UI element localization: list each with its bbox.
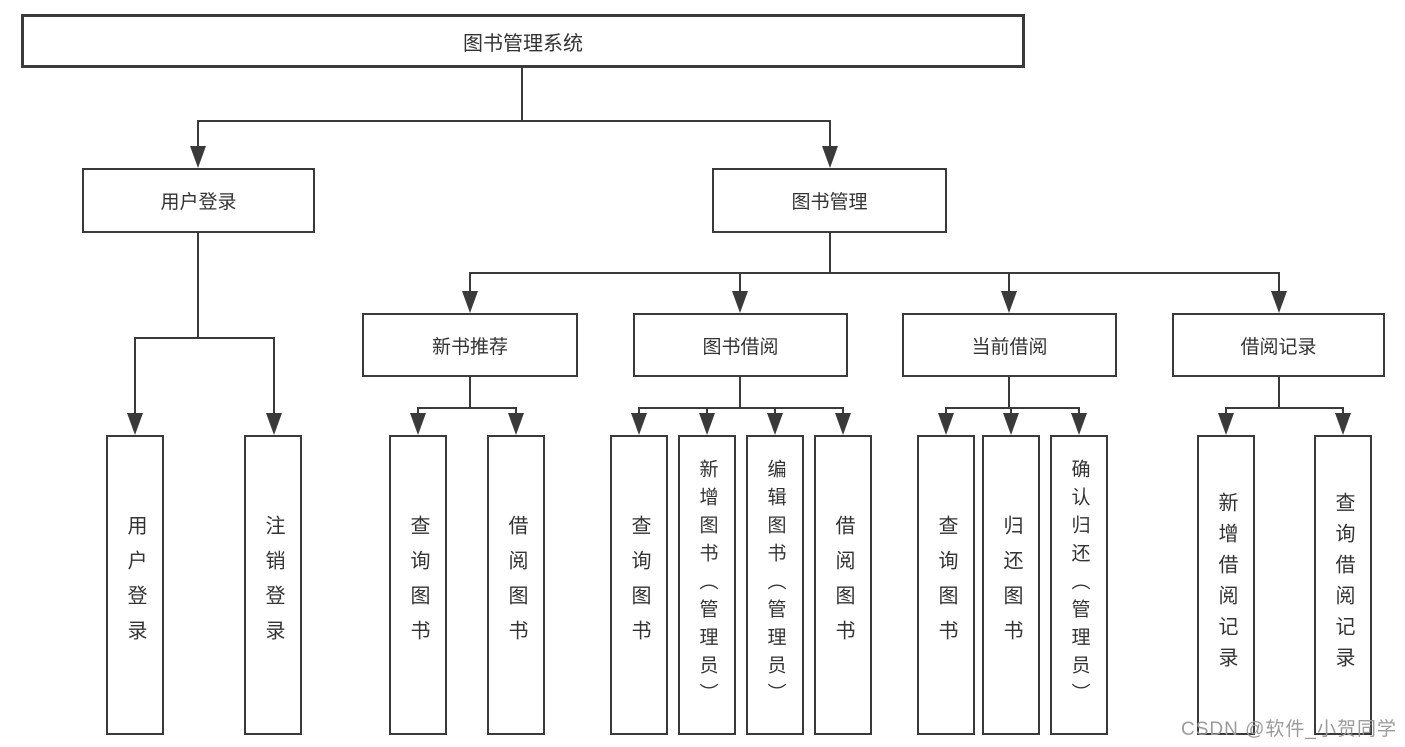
leaf-return-books: 归还图书 [982, 435, 1040, 735]
connector-line [417, 407, 419, 415]
node-current-borrowing: 当前借阅 [902, 313, 1117, 377]
connector-line [774, 407, 776, 415]
leaf-label: 借阅图书 [832, 515, 854, 655]
leaf-label: 用户登录 [124, 515, 146, 655]
connector-line [417, 407, 517, 409]
connector-line [197, 120, 831, 122]
arrowhead-down-icon [1001, 291, 1017, 313]
node-label: 图书管理 [791, 192, 868, 213]
connector-line [1078, 407, 1080, 415]
arrowhead-down-icon [631, 413, 647, 435]
node-label: 当前借阅 [971, 336, 1048, 358]
leaf-label: 确认归还（管理员） [1068, 459, 1090, 711]
arrowhead-down-icon [835, 413, 851, 435]
connector-line [1278, 272, 1280, 293]
arrowhead-down-icon [1071, 413, 1087, 435]
arrowhead-down-icon [190, 146, 206, 168]
connector-line [842, 407, 844, 415]
node-label: 图书管理系统 [463, 32, 583, 55]
leaf-edit-books-admin: 编辑图书（管理员） [746, 435, 804, 735]
arrowhead-down-icon [822, 146, 838, 168]
connector-line [1225, 407, 1227, 415]
leaf-add-borrow-record: 新增借阅记录 [1197, 435, 1255, 735]
connector-line [134, 337, 275, 339]
leaf-confirm-return-admin: 确认归还（管理员） [1050, 435, 1108, 735]
connector-line [515, 407, 517, 415]
leaf-label: 注销登录 [262, 515, 284, 655]
leaf-query-borrow-record: 查询借阅记录 [1314, 435, 1372, 735]
leaf-label: 归还图书 [1000, 515, 1022, 655]
arrowhead-down-icon [1218, 413, 1234, 435]
connector-line [273, 337, 275, 415]
node-user-login: 用户登录 [82, 168, 315, 233]
arrowhead-down-icon [1335, 413, 1351, 435]
node-book-management: 图书管理 [712, 168, 947, 233]
connector-line [706, 407, 708, 415]
connector-line [1225, 407, 1344, 409]
connector-line [521, 68, 523, 121]
leaf-borrow-books: 借阅图书 [814, 435, 872, 735]
node-label: 借阅记录 [1240, 336, 1317, 358]
connector-line [829, 233, 831, 274]
connector-line [739, 272, 741, 293]
connector-line [1008, 272, 1010, 293]
leaf-query-books-borrowing: 查询图书 [610, 435, 668, 735]
node-label: 用户登录 [160, 192, 237, 213]
leaf-label: 查询图书 [628, 515, 650, 655]
connector-line [945, 407, 947, 415]
leaf-add-books-admin: 新增图书（管理员） [678, 435, 736, 735]
leaf-label: 借阅图书 [505, 515, 527, 655]
arrowhead-down-icon [410, 413, 426, 435]
node-new-book-recommendation: 新书推荐 [362, 313, 578, 377]
leaf-label: 新增图书（管理员） [696, 459, 718, 711]
leaf-label: 编辑图书（管理员） [764, 459, 786, 711]
node-label: 图书借阅 [702, 336, 779, 358]
arrowhead-down-icon [1003, 413, 1019, 435]
connector-line [1342, 407, 1344, 415]
connector-line [945, 407, 1080, 409]
node-label: 新书推荐 [431, 336, 508, 358]
connector-line [469, 272, 1280, 274]
leaf-label: 新增借阅记录 [1215, 492, 1237, 678]
leaf-query-books-recommend: 查询图书 [389, 435, 447, 735]
arrowhead-down-icon [732, 291, 748, 313]
connector-line [739, 377, 741, 408]
node-library-management-system: 图书管理系统 [21, 14, 1025, 68]
leaf-user-login: 用户登录 [106, 435, 164, 735]
arrowhead-down-icon [1271, 291, 1287, 313]
connector-line [469, 272, 471, 293]
leaf-borrow-books-recommend: 借阅图书 [487, 435, 545, 735]
connector-line [1008, 377, 1010, 408]
leaf-query-books-current: 查询图书 [917, 435, 975, 735]
connector-line [829, 120, 831, 148]
connector-line [197, 120, 199, 148]
node-book-borrowing: 图书借阅 [633, 313, 848, 377]
arrowhead-down-icon [699, 413, 715, 435]
connector-line [638, 407, 844, 409]
connector-line [134, 337, 136, 415]
node-borrowing-records: 借阅记录 [1172, 313, 1385, 377]
connector-line [197, 233, 199, 339]
arrowhead-down-icon [938, 413, 954, 435]
leaf-logout: 注销登录 [244, 435, 302, 735]
arrowhead-down-icon [266, 413, 282, 435]
connector-line [1278, 377, 1280, 408]
connector-line [469, 377, 471, 408]
leaf-label: 查询借阅记录 [1332, 492, 1354, 678]
connector-line [1010, 407, 1012, 415]
arrowhead-down-icon [767, 413, 783, 435]
leaf-label: 查询图书 [935, 515, 957, 655]
arrowhead-down-icon [462, 291, 478, 313]
leaf-label: 查询图书 [407, 515, 429, 655]
csdn-watermark: CSDN @软件_小贺同学 [1181, 719, 1397, 740]
arrowhead-down-icon [508, 413, 524, 435]
arrowhead-down-icon [127, 413, 143, 435]
connector-line [638, 407, 640, 415]
